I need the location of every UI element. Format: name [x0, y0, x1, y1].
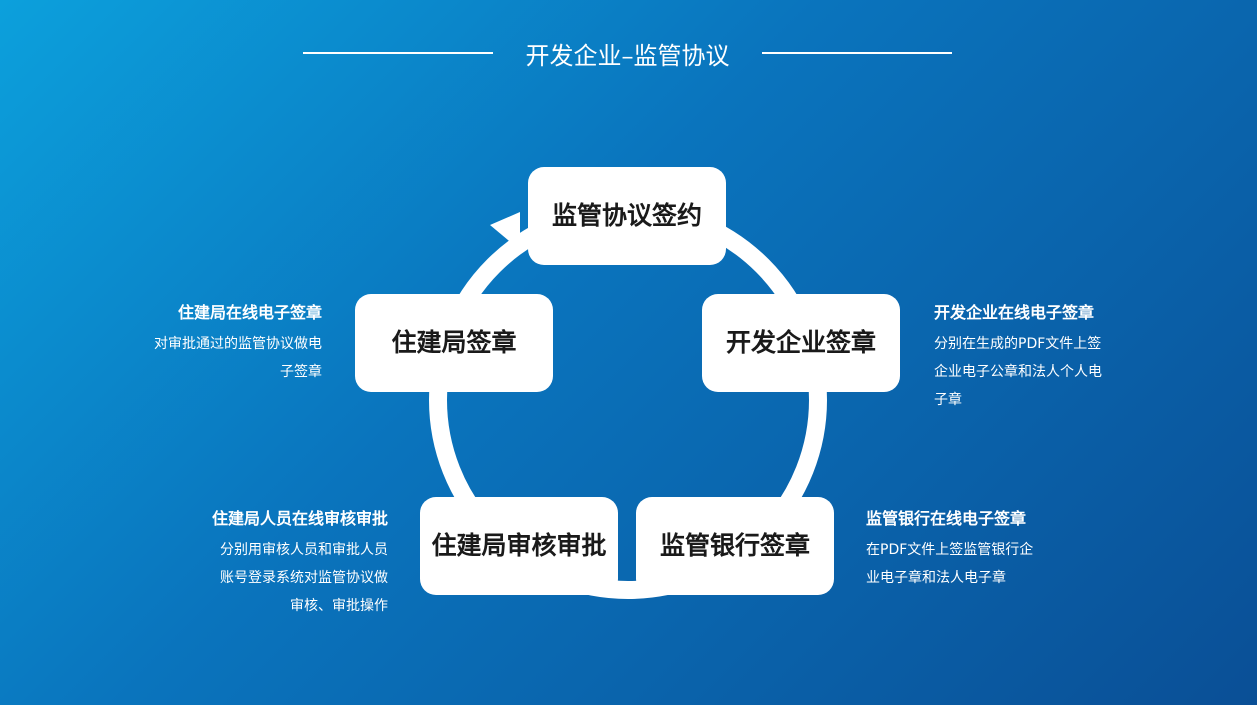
note-line: 子章 — [934, 392, 962, 408]
note-bureau-seal: 住建局在线电子签章 对审批通过的监管协议做电 子签章 — [110, 302, 322, 386]
note-line: 在PDF文件上签监管银行企 — [866, 542, 1034, 558]
note-line: 业电子章和法人电子章 — [866, 570, 1006, 586]
note-developer-seal: 开发企业在线电子签章 分别在生成的PDF文件上签 企业电子公章和法人个人电 子章 — [934, 302, 1154, 414]
step-sign-agreement: 监管协议签约 — [528, 167, 726, 265]
note-title: 监管银行在线电子签章 — [866, 509, 1027, 528]
step-bureau-seal: 住建局签章 — [355, 294, 553, 392]
step-bureau-review: 住建局审核审批 — [420, 497, 618, 595]
note-line: 企业电子公章和法人个人电 — [934, 364, 1102, 380]
step-bank-seal: 监管银行签章 — [636, 497, 834, 595]
note-bureau-review: 住建局人员在线审核审批 分别用审核人员和审批人员 账号登录系统对监管协议做 审核… — [160, 508, 388, 620]
page-title: 开发企业–监管协议 — [525, 42, 730, 70]
note-bank-seal: 监管银行在线电子签章 在PDF文件上签监管银行企 业电子章和法人电子章 — [866, 508, 1090, 592]
title-line-left — [303, 52, 493, 54]
note-line: 分别在生成的PDF文件上签 — [934, 336, 1102, 352]
cycle-arrow-head — [490, 212, 520, 250]
note-line: 对审批通过的监管协议做电 — [154, 336, 322, 352]
note-title: 开发企业在线电子签章 — [934, 303, 1095, 322]
note-line: 审核、审批操作 — [290, 598, 388, 614]
note-title: 住建局在线电子签章 — [177, 303, 322, 322]
note-title: 住建局人员在线审核审批 — [211, 509, 388, 528]
title-line-right — [762, 52, 952, 54]
note-line: 子签章 — [280, 364, 322, 380]
note-line: 分别用审核人员和审批人员 — [220, 542, 388, 558]
step-developer-seal: 开发企业签章 — [702, 294, 900, 392]
note-line: 账号登录系统对监管协议做 — [220, 570, 388, 586]
